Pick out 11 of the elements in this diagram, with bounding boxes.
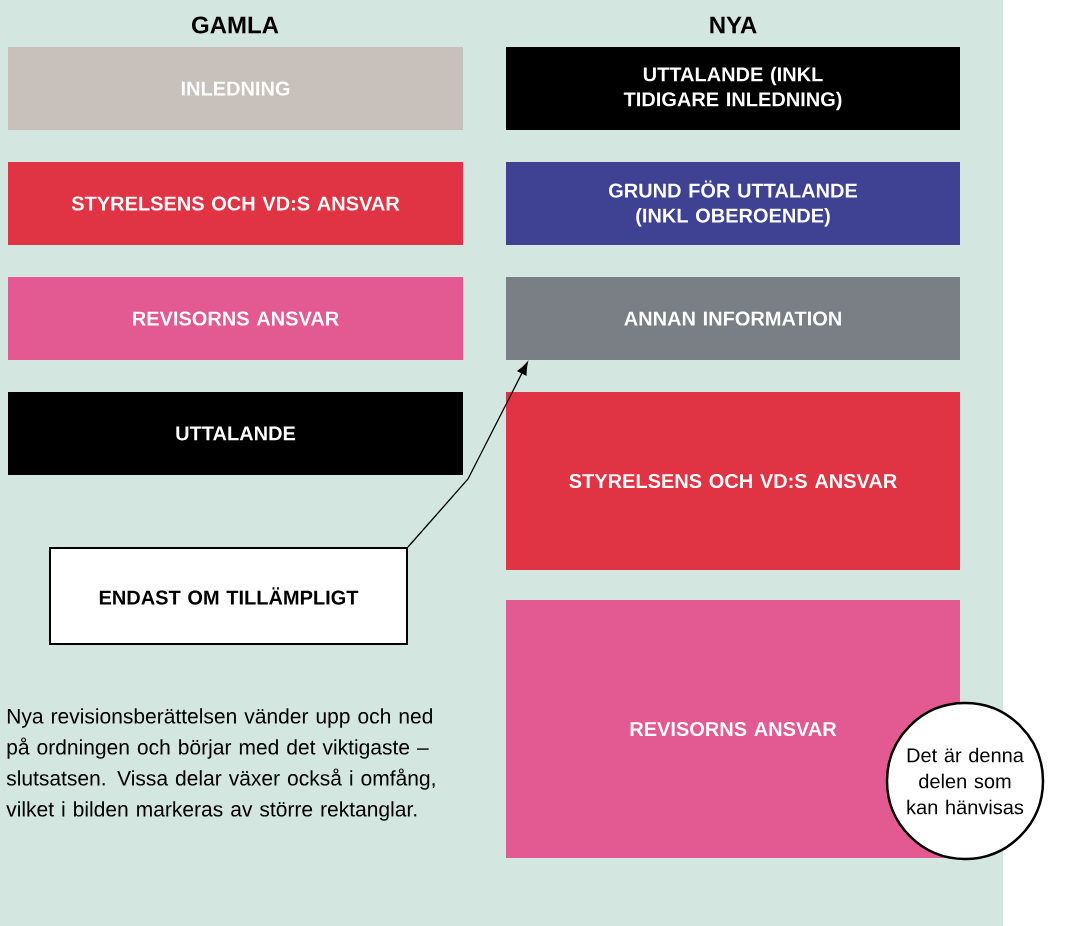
section-box: UTTALANDE — [8, 392, 463, 475]
description-text: Nya revisionsberättelsen vänder upp och ned på ordningen och börjar med det viktigaste – slutsatsen. Vissa delar växer också i omfång, vilket i bilden markeras av större rektanglar. — [6, 708, 435, 821]
section-box: ANNAN INFORMATION — [506, 277, 960, 360]
section-box: GRUND FÖR UTTALANDE (INKL OBEROENDE) — [506, 162, 960, 245]
section-box: REVISORNS ANSVAR — [8, 277, 463, 360]
section-box: INLEDNING — [8, 47, 463, 130]
arrow — [407, 362, 528, 548]
section-box: UTTALANDE (INKL TIDIGARE INLEDNING) — [506, 47, 960, 130]
note-box: ENDAST OM TILLÄMPLIGT — [49, 547, 408, 645]
section-box: STYRELSENS OCH VD:S ANSVAR — [8, 162, 463, 245]
section-box: STYRELSENS OCH VD:S ANSVAR — [506, 392, 960, 570]
